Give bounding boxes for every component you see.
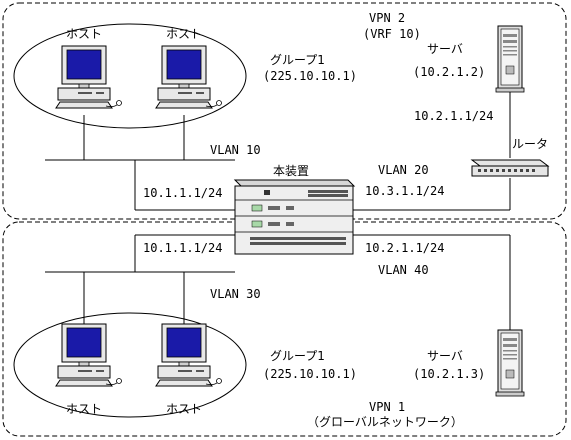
vlan20-net: 10.3.1.1/24 bbox=[365, 184, 444, 198]
bottom-server-icon bbox=[495, 329, 525, 397]
device-label: 本装置 bbox=[273, 164, 309, 178]
bottom-server-label: サーバ bbox=[427, 349, 463, 363]
vlan40-net: 10.2.1.1/24 bbox=[365, 241, 444, 255]
bottom-host2-label: ホスト bbox=[166, 402, 202, 416]
vpn2-vrf: (VRF 10) bbox=[363, 27, 421, 41]
bottom-group-name: グループ1 bbox=[270, 349, 325, 363]
bottom-group-address: (225.10.10.1) bbox=[263, 367, 357, 381]
top-host2-label: ホスト bbox=[166, 27, 202, 41]
bottom-host1-label: ホスト bbox=[66, 402, 102, 416]
vpn2-boundary bbox=[2, 2, 567, 220]
router-label: ルータ bbox=[512, 137, 548, 151]
top-server-address: (10.2.1.2) bbox=[413, 65, 485, 79]
top-group-ellipse bbox=[13, 23, 247, 129]
top-group-name: グループ1 bbox=[270, 53, 325, 67]
vlan40-label: VLAN 40 bbox=[378, 263, 429, 277]
top-router-net: 10.2.1.1/24 bbox=[414, 109, 493, 123]
bottom-vlan30-net: 10.1.1.1/24 bbox=[143, 241, 222, 255]
top-host1-label: ホスト bbox=[66, 27, 102, 41]
main-device-icon bbox=[233, 179, 356, 255]
top-group-address: (225.10.10.1) bbox=[263, 69, 357, 83]
vpn1-vrf: （グローバルネットワーク） bbox=[307, 415, 463, 429]
top-server-label: サーバ bbox=[427, 42, 463, 56]
bottom-server-address: (10.2.1.3) bbox=[413, 367, 485, 381]
top-host-1 bbox=[55, 45, 122, 109]
router-icon bbox=[470, 159, 550, 177]
vpn1-name: VPN 1 bbox=[369, 400, 405, 414]
bottom-group-ellipse bbox=[13, 312, 247, 418]
bottom-host-2 bbox=[155, 323, 222, 387]
top-vlan10-net: 10.1.1.1/24 bbox=[143, 186, 222, 200]
bottom-host-1 bbox=[55, 323, 122, 387]
vlan30-label: VLAN 30 bbox=[210, 287, 261, 301]
vlan20-label: VLAN 20 bbox=[378, 163, 429, 177]
top-host-2 bbox=[155, 45, 222, 109]
top-server-icon bbox=[495, 25, 525, 93]
vpn2-name: VPN 2 bbox=[369, 11, 405, 25]
vlan10-label: VLAN 10 bbox=[210, 143, 261, 157]
